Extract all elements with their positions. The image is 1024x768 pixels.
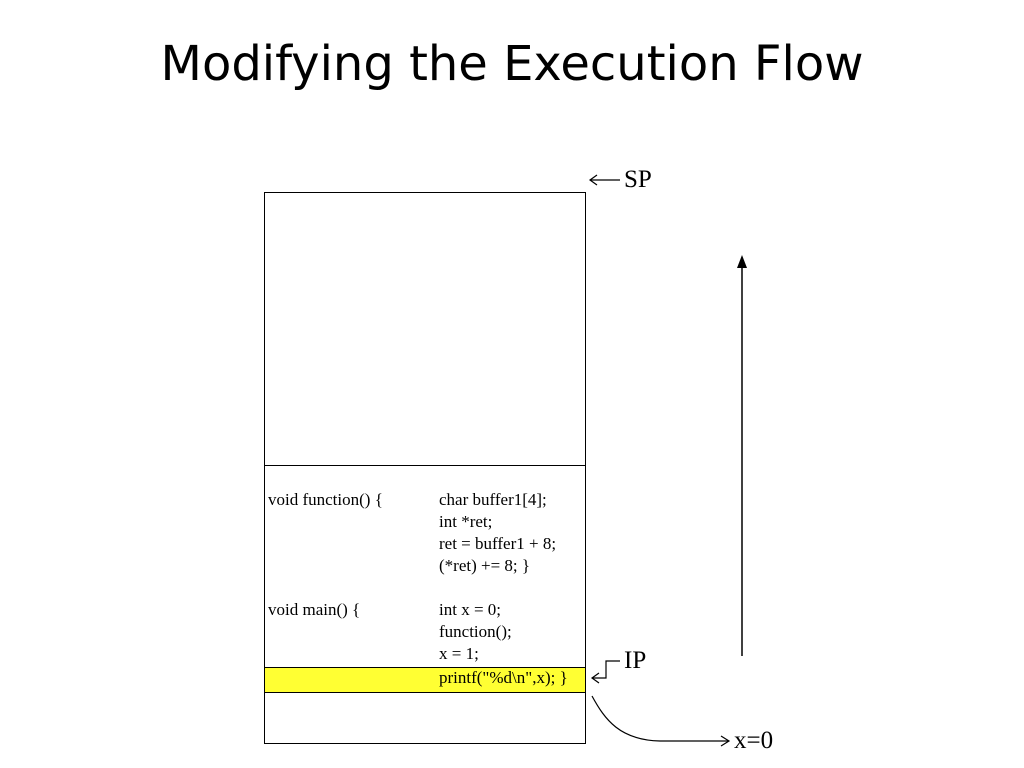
- function-line-2: int *ret;: [439, 512, 493, 531]
- stack-divider: [265, 465, 585, 466]
- x-value-label: x=0: [734, 727, 774, 754]
- sp-label: SP: [624, 166, 652, 193]
- stack-growth-arrow: [737, 255, 747, 656]
- stack-memory-box: void function() { char buffer1[4]; int *…: [264, 192, 586, 744]
- function-line-4: (*ret) += 8; }: [439, 556, 531, 575]
- sp-pointer-arrow: [588, 174, 620, 186]
- main-line-2: function();: [439, 622, 512, 641]
- main-signature: void main() {: [268, 600, 361, 619]
- function-line-1: char buffer1[4];: [439, 490, 547, 509]
- x-value-curved-arrow: [591, 695, 731, 747]
- function-line-3: ret = buffer1 + 8;: [439, 534, 557, 553]
- slide-title: Modifying the Execution Flow: [160, 36, 864, 92]
- current-instruction-highlight: [265, 667, 585, 693]
- main-line-4: printf("%d\n",x); }: [439, 668, 568, 687]
- main-line-1: int x = 0;: [439, 600, 502, 619]
- ip-pointer-arrow: [590, 660, 620, 684]
- function-signature: void function() {: [268, 490, 383, 509]
- ip-label: IP: [624, 647, 647, 674]
- main-line-3: x = 1;: [439, 644, 479, 663]
